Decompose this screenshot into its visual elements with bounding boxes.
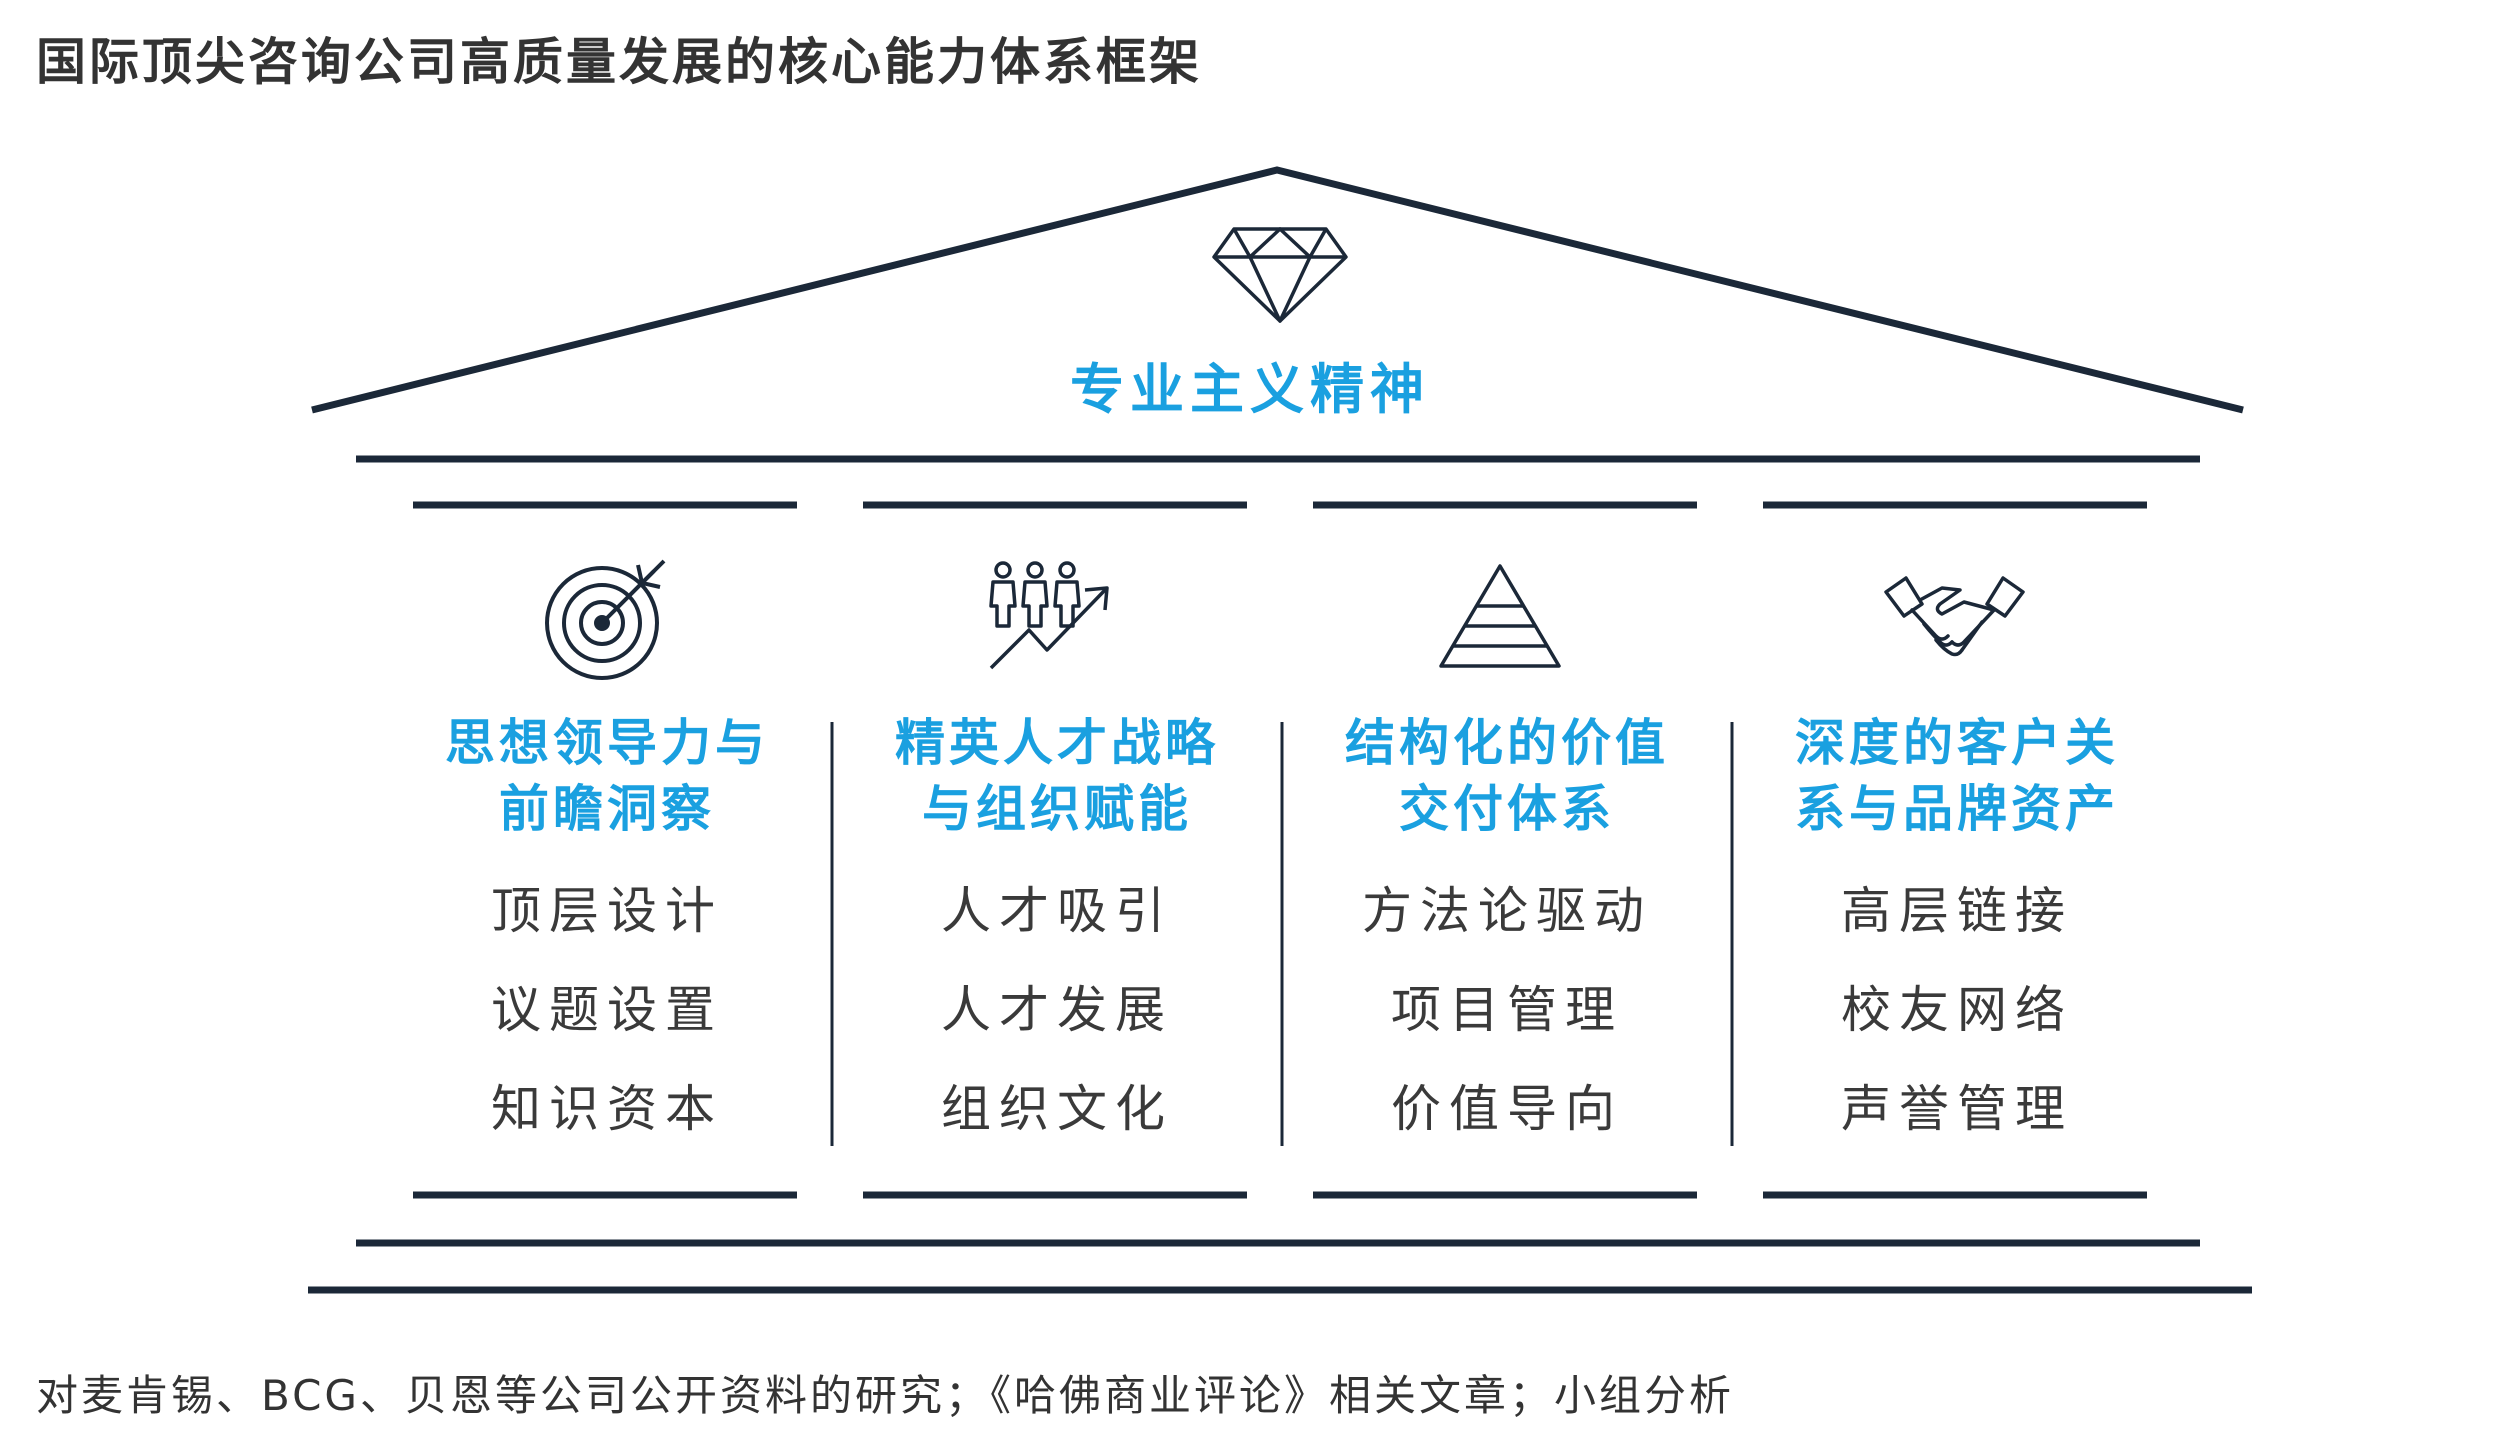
pillar-item: 顶层设计: [491, 882, 723, 940]
pillar-item: 校友网络: [1841, 981, 2073, 1039]
pillar-item: 价值导向: [1391, 1080, 1623, 1138]
pillar-item: 方法论驱动: [1362, 882, 1652, 940]
people-growth-icon: [989, 561, 1109, 670]
target-icon: [545, 559, 666, 680]
roof-outline: [311, 166, 2244, 414]
pillar-items: 高层链接 校友网络 声誉管理: [1732, 862, 2182, 1159]
pillar-item: 人才吸引: [941, 882, 1173, 940]
source-note: 对麦肯锡、BCG、贝恩等公司公开资料的研究；《哈佛商业评论》相关文章；小组分析: [36, 1371, 1734, 1420]
roof-label: 专业主义精神: [1070, 358, 1430, 421]
pillar-talent-strategy: 精英人才战略 与组织赋能 人才吸引 人才发展 组织文化: [832, 710, 1282, 1159]
pillar-client-relationships: 深度的客户关 系与品牌资产 高层链接 校友网络 声誉管理: [1732, 710, 2182, 1159]
pillar-item: 人才发展: [941, 981, 1173, 1039]
pyramid-icon: [1439, 564, 1561, 668]
pillar-item: 组织文化: [941, 1080, 1173, 1138]
pillar-item: 声誉管理: [1841, 1080, 2073, 1138]
pillar-item: 高层链接: [1841, 882, 2073, 940]
pillar-heading: 结构化的价值 交付体系: [1345, 714, 1669, 838]
pillar-value-delivery: 结构化的价值 交付体系 方法论驱动 项目管理 价值导向: [1282, 710, 1732, 1159]
pillar-item: 议题设置: [491, 981, 723, 1039]
pillar-heading: 精英人才战略 与组织赋能: [895, 714, 1219, 838]
pillar-thought-leadership: 思想领导力与 前瞻洞察 顶层设计 议题设置 知识资本: [382, 710, 832, 1159]
pillar-items: 方法论驱动 项目管理 价值导向: [1282, 862, 1732, 1159]
pillar-heading: 思想领导力与 前瞻洞察: [445, 714, 769, 838]
pillar-heading: 深度的客户关 系与品牌资产: [1795, 714, 2119, 838]
pillar-item: 项目管理: [1391, 981, 1623, 1039]
handshake-icon: [1884, 576, 2025, 657]
page-title: 国际顶尖咨询公司高质量发展的核心能力体系框架: [36, 33, 1202, 91]
pillar-item: 知识资本: [491, 1080, 723, 1138]
diamond-icon: [1212, 227, 1348, 323]
pillar-items: 顶层设计 议题设置 知识资本: [382, 862, 832, 1159]
pillar-items: 人才吸引 人才发展 组织文化: [832, 862, 1282, 1159]
